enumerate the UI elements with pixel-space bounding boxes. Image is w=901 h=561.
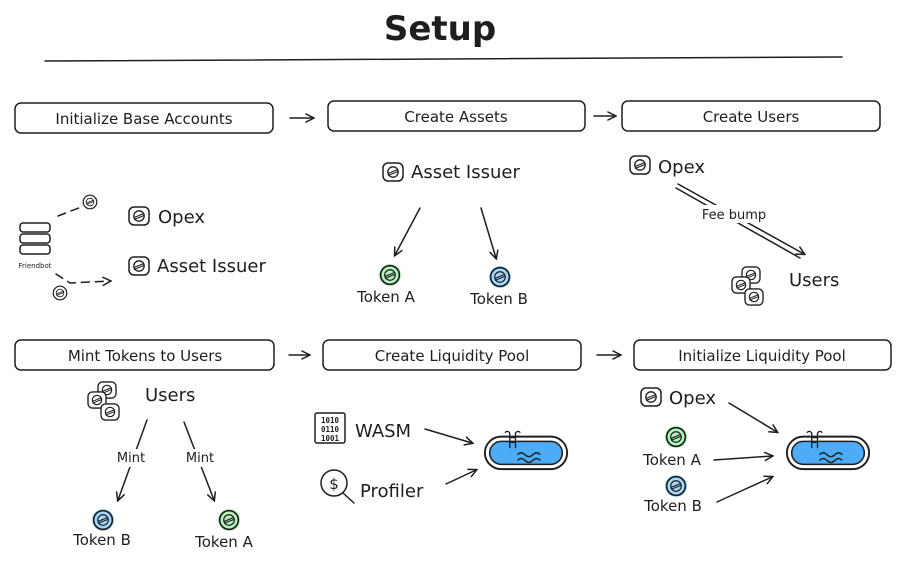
arrow-to-token-b	[480, 207, 496, 258]
binary-line: 0110	[321, 425, 340, 434]
wasm-label: WASM	[355, 421, 411, 442]
edge-label-bg	[181, 449, 219, 467]
asset-issuer-account-icon	[382, 162, 404, 182]
friendbot-server-icon	[19, 222, 51, 255]
step-label: Mint Tokens to Users	[68, 347, 223, 365]
opex-account-icon	[629, 155, 651, 175]
coin-icon	[52, 285, 68, 301]
token-a-label: Token A	[356, 288, 415, 306]
title-underline	[44, 56, 843, 62]
asset-issuer-label: Asset Issuer	[157, 256, 266, 277]
users-account-icon	[87, 381, 120, 421]
binary-line: 1010	[321, 416, 340, 425]
token-b-label: Token B	[72, 531, 131, 549]
opex-to-pool-arrow	[728, 402, 777, 432]
token-a-label: Token A	[194, 533, 253, 551]
opex-label: Opex	[658, 157, 705, 178]
step-label: Create Liquidity Pool	[375, 347, 530, 365]
token-a-fill	[218, 509, 240, 531]
binary-line: 1001	[321, 434, 340, 443]
token-a-to-pool-arrow	[713, 456, 772, 460]
users-label: Users	[145, 385, 195, 406]
asset-issuer-label: Asset Issuer	[411, 162, 520, 183]
step-label: Initialize Base Accounts	[55, 110, 232, 128]
wasm-to-pool-arrow	[424, 428, 472, 443]
token-b-label: Token B	[469, 290, 528, 308]
step-label: Initialize Liquidity Pool	[678, 347, 846, 365]
step-create-liquidity-pool: Create Liquidity Pool	[322, 339, 582, 371]
step-mint-tokens: Mint Tokens to Users	[14, 339, 275, 371]
users-label: Users	[789, 270, 839, 291]
opex-label: Opex	[158, 207, 205, 228]
token-b-to-pool-arrow	[716, 477, 772, 503]
liquidity-pool-icon	[483, 430, 569, 471]
opex-account-icon	[640, 387, 662, 407]
step-create-users: Create Users	[621, 100, 881, 132]
arrow-to-token-a	[395, 207, 421, 255]
dollar-glyph: $	[329, 475, 339, 493]
token-a-fill	[665, 426, 687, 448]
mint-label-right: Mint	[186, 451, 214, 466]
step-initialize-base-accounts: Initialize Base Accounts	[14, 102, 274, 134]
binary-code-icon: 1010 0110 1001	[314, 412, 346, 444]
token-b-label: Token B	[643, 497, 702, 515]
step-label: Create Assets	[404, 108, 508, 126]
token-a-fill	[379, 264, 401, 286]
opex-account-icon	[128, 206, 150, 226]
friendbot-label: Friendbot	[19, 262, 52, 270]
profiler-label: Profiler	[360, 481, 424, 502]
token-b-fill	[92, 509, 114, 531]
coin-icon	[82, 194, 98, 210]
profiler-magnifier-icon: $	[320, 469, 355, 504]
opex-label: Opex	[669, 388, 716, 409]
fee-bump-label: Fee bump	[702, 208, 766, 223]
asset-issuer-account-icon	[128, 256, 150, 276]
token-a-label: Token A	[642, 451, 701, 469]
mint-label-left: Mint	[117, 451, 145, 466]
liquidity-pool-icon	[785, 430, 871, 471]
token-b-fill	[489, 266, 511, 288]
step-label: Create Users	[703, 108, 800, 126]
token-b-fill	[665, 475, 687, 497]
users-account-icon	[731, 266, 764, 306]
step-initialize-liquidity-pool: Initialize Liquidity Pool	[633, 339, 892, 371]
dashed-connector	[55, 273, 110, 283]
step-create-assets: Create Assets	[327, 100, 586, 132]
profiler-to-pool-arrow	[445, 470, 476, 485]
dashed-connector	[57, 205, 85, 217]
edge-label-bg	[112, 449, 150, 467]
edge-label-bg	[694, 205, 774, 223]
page-title: Setup	[384, 9, 496, 49]
